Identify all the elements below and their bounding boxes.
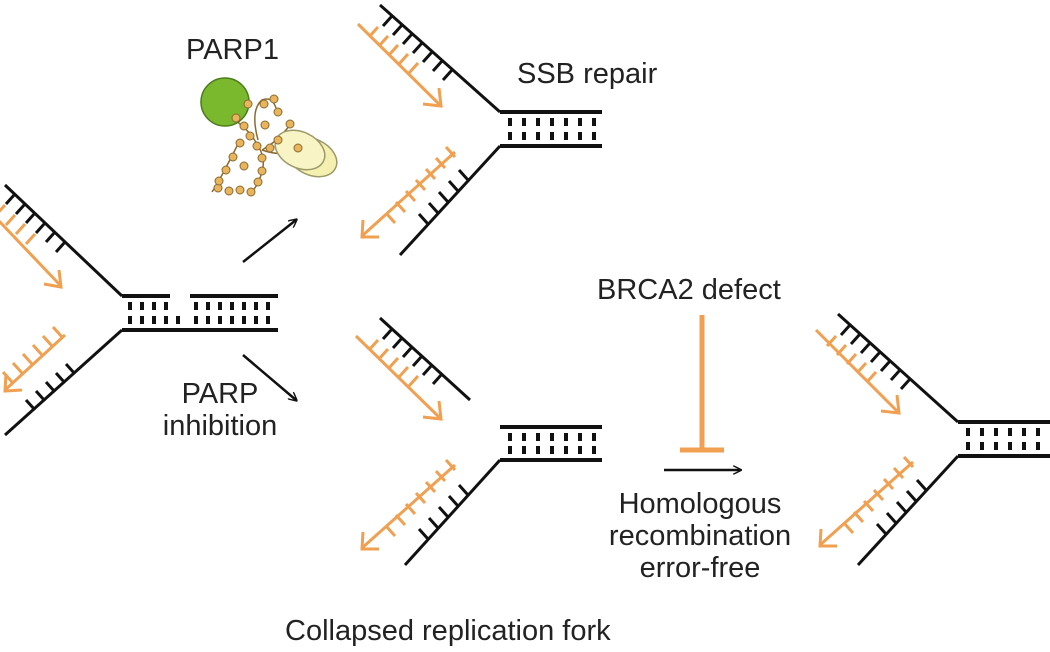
ssb-repair-label: SSB repair [517, 58, 658, 90]
arrow-to-ssb-repair [242, 220, 296, 263]
hr-line2: recombination [608, 520, 792, 552]
hr-line3: error-free [639, 552, 761, 584]
homologous-recombination-label: Homologous recombination error-free [580, 488, 820, 584]
fork-hr-repaired [814, 312, 1050, 567]
parp-inhibition-line2: inhibition [162, 410, 278, 442]
parp-inhibition-line1: PARP [181, 378, 259, 410]
hr-line1: Homologous [618, 488, 782, 520]
fork-with-ssb [0, 183, 278, 437]
fork-repaired [356, 3, 602, 257]
collapsed-fork-label: Collapsed replication fork [285, 615, 611, 647]
parp1-illustration [200, 77, 338, 197]
parp1-label: PARP1 [186, 34, 279, 66]
arrow-to-collapsed-fork [242, 354, 296, 400]
parp-inhibition-label: PARP inhibition [150, 378, 290, 442]
brca2-defect-label: BRCA2 defect [597, 274, 781, 306]
brca2-inhibition-bar [680, 315, 724, 453]
fork-collapsed [354, 316, 602, 567]
